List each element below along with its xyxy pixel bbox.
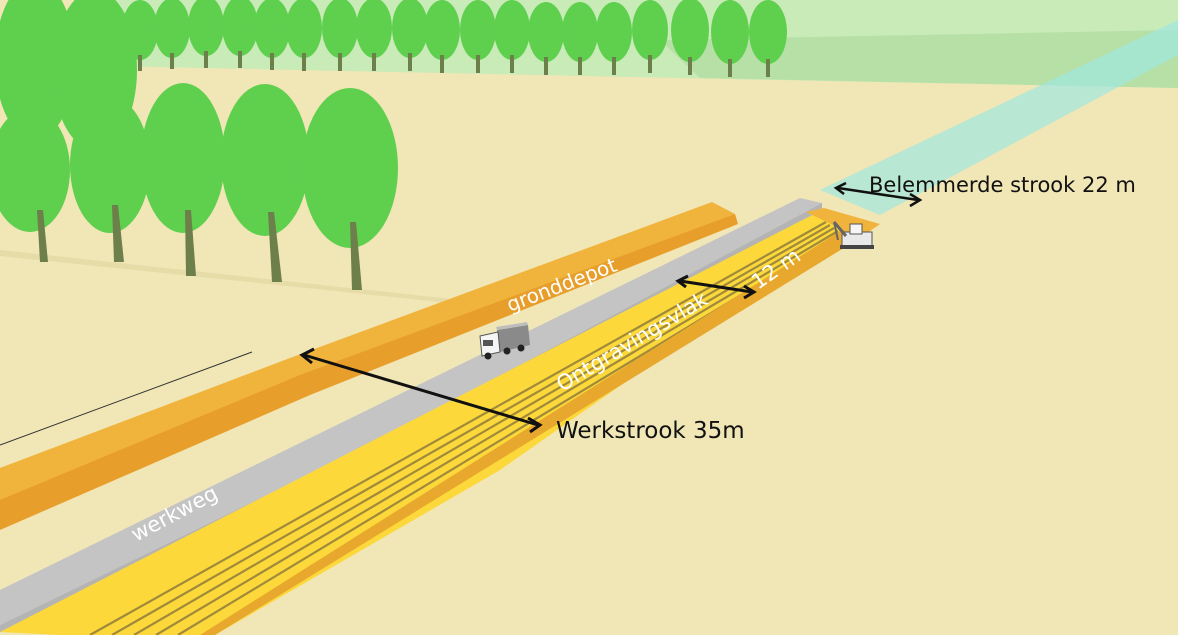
width-12m-arrow xyxy=(675,274,757,300)
tree-icon xyxy=(392,0,428,71)
tree-icon xyxy=(749,0,787,77)
tree-icon xyxy=(141,83,225,276)
tree-icon xyxy=(424,0,460,73)
tree-icon xyxy=(0,108,70,262)
werkstrook-label: Werkstrook 35m xyxy=(556,418,745,444)
werkweg-edge xyxy=(0,203,822,632)
background-meadow-strip xyxy=(660,30,1178,88)
tree-icon xyxy=(302,88,398,290)
tree-icon xyxy=(222,0,258,68)
trench-lines xyxy=(89,221,843,635)
werkstrook-arrow xyxy=(299,347,543,434)
ontgravingsvlak-strip xyxy=(0,210,845,635)
gronddepot-top xyxy=(0,202,735,500)
tree-icon xyxy=(70,97,150,262)
tree-icon xyxy=(528,2,564,75)
tree-icon xyxy=(356,0,392,71)
tree-icon xyxy=(632,0,668,73)
tree-icon xyxy=(494,0,530,73)
belemmerde-strook-label: Belemmerde strook 22 m xyxy=(869,173,1136,197)
tree-icon xyxy=(188,0,224,68)
field-line xyxy=(0,351,253,446)
dump-truck-icon xyxy=(479,322,530,360)
front-tree-row xyxy=(0,0,398,290)
tree-icon xyxy=(562,2,598,75)
gronddepot-side xyxy=(0,214,738,530)
werkweg-road xyxy=(0,198,822,625)
belemmerde-strook-corridor xyxy=(820,20,1178,215)
field-boundary xyxy=(0,250,460,304)
tree-icon xyxy=(711,0,749,77)
tree-icon xyxy=(221,84,309,282)
tree-icon xyxy=(322,0,358,71)
tree-icon xyxy=(460,0,496,73)
tree-icon xyxy=(286,0,322,71)
tree-icon xyxy=(154,0,190,69)
excavator-icon xyxy=(832,221,874,249)
tree-icon xyxy=(596,2,632,75)
tree-icon xyxy=(254,0,290,70)
back-tree-row xyxy=(122,0,787,77)
belemmerde-strook-arrow xyxy=(833,181,923,208)
tree-icon xyxy=(671,0,709,75)
